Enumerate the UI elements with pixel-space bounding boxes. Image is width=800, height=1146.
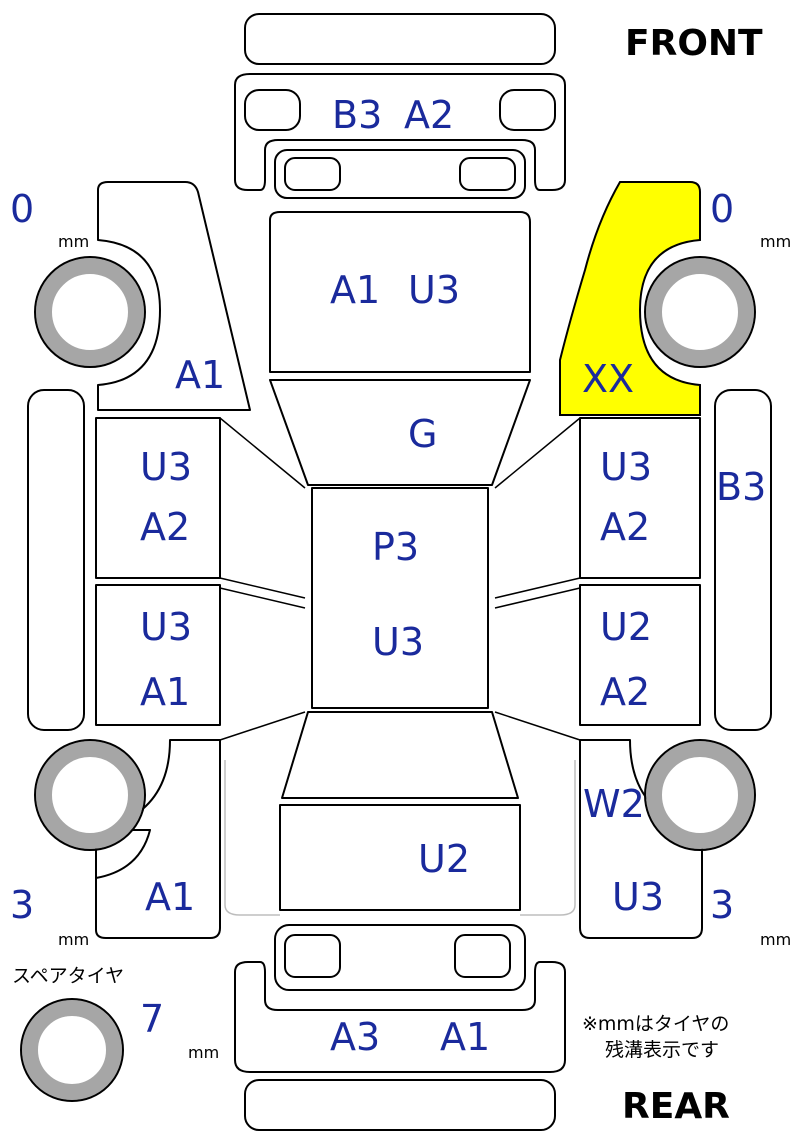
right-rear-faint-outline bbox=[520, 760, 576, 916]
left-b-pillar-line bbox=[219, 577, 306, 599]
left-front-door[interactable] bbox=[95, 417, 221, 579]
right-rocker-code: B3 bbox=[716, 465, 766, 509]
rear-right-tread-unit: mm bbox=[760, 930, 791, 949]
left-rocker-panel[interactable] bbox=[27, 389, 85, 731]
spare-tire-label: スペアタイヤ bbox=[12, 965, 124, 987]
front-fog-left bbox=[284, 157, 341, 191]
front-right-headlight bbox=[499, 89, 556, 131]
right-rocker-panel[interactable] bbox=[714, 389, 772, 731]
spare-tire-outer bbox=[20, 998, 124, 1102]
right-b-pillar-line bbox=[494, 577, 581, 599]
hood-code-2: U3 bbox=[408, 268, 460, 312]
front-left-tread-unit: mm bbox=[58, 232, 89, 251]
left-front-fender-code: A1 bbox=[175, 353, 225, 397]
trunk-lid[interactable] bbox=[279, 804, 521, 911]
rear-bumper[interactable] bbox=[234, 961, 566, 1073]
windshield-code: G bbox=[408, 412, 437, 456]
roof-code-1: P3 bbox=[372, 525, 419, 569]
rear-right-lamp bbox=[454, 934, 511, 978]
front-bumper[interactable] bbox=[234, 73, 566, 191]
right-front-door[interactable] bbox=[579, 417, 701, 579]
right-c-pillar-line bbox=[494, 711, 581, 741]
right-front-door-code-2: A2 bbox=[600, 505, 650, 549]
front-right-tread-unit: mm bbox=[760, 232, 791, 251]
right-b-pillar-line-2 bbox=[494, 587, 581, 609]
hood-panel[interactable] bbox=[269, 211, 531, 373]
front-right-tread-value: 0 bbox=[710, 187, 734, 231]
spare-tread-value: 7 bbox=[140, 997, 164, 1041]
front-fog-right bbox=[459, 157, 516, 191]
roof-panel[interactable] bbox=[311, 487, 489, 709]
front-right-tire-icon bbox=[646, 258, 754, 366]
rear-left-tire-icon bbox=[36, 741, 144, 849]
front-grille-panel[interactable] bbox=[244, 13, 556, 65]
rear-right-tire-icon bbox=[646, 741, 754, 849]
front-left-tire-outer bbox=[34, 256, 146, 368]
right-rear-door[interactable] bbox=[579, 584, 701, 726]
left-front-fender[interactable] bbox=[97, 181, 251, 411]
front-right-tire-outer bbox=[644, 256, 756, 368]
front-left-tread-value: 0 bbox=[10, 187, 34, 231]
rear-left-tire-outer bbox=[34, 739, 146, 851]
right-wheel-arch-code: W2 bbox=[583, 782, 645, 826]
rear-left-tread-unit: mm bbox=[58, 930, 89, 949]
tread-note-line-2: 残溝表示です bbox=[605, 1039, 719, 1061]
roof-code-2: U3 bbox=[372, 620, 424, 664]
left-c-pillar-line bbox=[219, 711, 306, 741]
front-bumper-code-2: A2 bbox=[404, 93, 454, 137]
rear-bumper-code-1: A3 bbox=[330, 1015, 380, 1059]
left-a-pillar-line bbox=[219, 417, 306, 489]
rear-window[interactable] bbox=[281, 711, 519, 799]
left-rear-door-code-2: A1 bbox=[140, 670, 190, 714]
rear-right-tire-outer bbox=[644, 739, 756, 851]
right-front-fender[interactable] bbox=[559, 181, 701, 416]
rear-label: REAR bbox=[622, 1086, 730, 1127]
front-left-tire-icon bbox=[36, 258, 144, 366]
right-rear-door-code-1: U2 bbox=[600, 605, 652, 649]
hood-code-1: A1 bbox=[330, 268, 380, 312]
left-rear-door[interactable] bbox=[95, 584, 221, 726]
front-left-headlight bbox=[244, 89, 301, 131]
trunk-code: U2 bbox=[418, 837, 470, 881]
rear-lower-bumper bbox=[244, 1079, 556, 1131]
rear-right-tread-value: 3 bbox=[710, 883, 734, 927]
left-quarter-code: A1 bbox=[145, 875, 195, 919]
front-bumper-code-1: B3 bbox=[332, 93, 382, 137]
front-label: FRONT bbox=[625, 23, 763, 64]
right-front-door-code-1: U3 bbox=[600, 445, 652, 489]
tread-note-line-1: ※mmはタイヤの bbox=[582, 1013, 729, 1035]
rear-left-lamp bbox=[284, 934, 341, 978]
right-rear-quarter[interactable] bbox=[579, 739, 703, 939]
right-quarter-code: U3 bbox=[612, 875, 664, 919]
left-front-door-code-2: A2 bbox=[140, 505, 190, 549]
windshield[interactable] bbox=[269, 379, 531, 486]
right-front-fender-code: XX bbox=[582, 357, 634, 401]
left-b-pillar-line-2 bbox=[219, 587, 306, 609]
right-rear-door-code-2: A2 bbox=[600, 670, 650, 714]
spare-tire-icon bbox=[22, 1000, 122, 1100]
rear-left-tread-value: 3 bbox=[10, 883, 34, 927]
left-rear-door-code-1: U3 bbox=[140, 605, 192, 649]
rear-bumper-code-2: A1 bbox=[440, 1015, 490, 1059]
left-rear-faint-outline bbox=[224, 760, 280, 916]
spare-tread-unit: mm bbox=[188, 1043, 219, 1062]
left-front-door-code-1: U3 bbox=[140, 445, 192, 489]
right-a-pillar-line bbox=[494, 417, 581, 489]
